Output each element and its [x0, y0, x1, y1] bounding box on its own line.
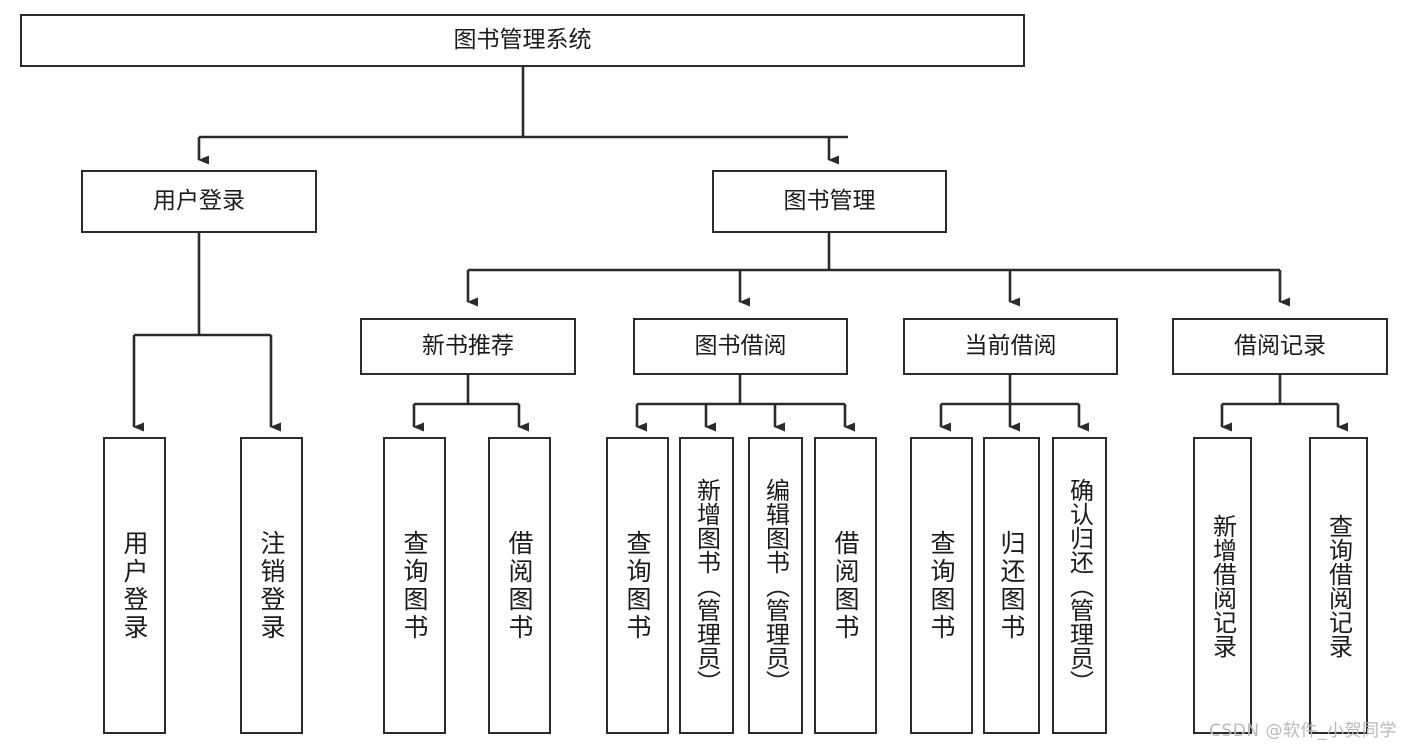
- watermark: CSDN @软件_小贺同学: [1209, 721, 1397, 741]
- node-book-borrow-label: 图书借阅: [694, 332, 787, 359]
- node-leaf-logout[interactable]: 注销登录: [240, 437, 303, 734]
- node-book-borrow[interactable]: 图书借阅: [633, 318, 848, 375]
- node-leaf-borrow-book-2[interactable]: 借阅图书: [814, 437, 877, 734]
- node-leaf-confirm-return-label: 确认归还（管理员）: [1065, 477, 1094, 694]
- node-borrow-record[interactable]: 借阅记录: [1172, 318, 1388, 375]
- node-leaf-borrow-book-1[interactable]: 借阅图书: [488, 437, 551, 734]
- node-leaf-query-book-1[interactable]: 查询图书: [383, 437, 446, 734]
- node-leaf-query-record[interactable]: 查询借阅记录: [1309, 437, 1368, 734]
- node-new-book-rec-label: 新书推荐: [422, 332, 514, 359]
- node-new-book-rec[interactable]: 新书推荐: [360, 318, 576, 375]
- node-leaf-edit-book-label: 编辑图书（管理员）: [761, 477, 790, 694]
- node-borrow-record-label: 借阅记录: [1234, 332, 1326, 359]
- node-leaf-borrow-book-1-label: 借阅图书: [505, 529, 534, 642]
- node-book-manage-label: 图书管理: [783, 187, 876, 214]
- node-leaf-add-book-label: 新增图书（管理员）: [692, 477, 721, 694]
- node-leaf-return-book-label: 归还图书: [997, 529, 1026, 642]
- node-leaf-edit-book[interactable]: 编辑图书（管理员）: [748, 437, 803, 734]
- node-leaf-add-record[interactable]: 新增借阅记录: [1193, 437, 1252, 734]
- node-leaf-add-book[interactable]: 新增图书（管理员）: [679, 437, 734, 734]
- node-leaf-return-book[interactable]: 归还图书: [983, 437, 1040, 734]
- node-leaf-logout-label: 注销登录: [257, 529, 286, 642]
- node-leaf-user-login[interactable]: 用户登录: [103, 437, 166, 734]
- node-leaf-query-book-1-label: 查询图书: [400, 529, 429, 642]
- node-root-label: 图书管理系统: [453, 26, 592, 53]
- node-leaf-user-login-label: 用户登录: [120, 529, 149, 642]
- node-user-login-label: 用户登录: [153, 187, 245, 214]
- node-leaf-borrow-book-2-label: 借阅图书: [831, 529, 860, 642]
- node-leaf-query-book-2[interactable]: 查询图书: [606, 437, 669, 734]
- node-user-login[interactable]: 用户登录: [81, 170, 317, 233]
- node-root[interactable]: 图书管理系统: [20, 14, 1025, 67]
- node-leaf-confirm-return[interactable]: 确认归还（管理员）: [1052, 437, 1107, 734]
- node-leaf-query-book-3[interactable]: 查询图书: [910, 437, 973, 734]
- node-leaf-query-book-2-label: 查询图书: [623, 529, 652, 642]
- node-book-manage[interactable]: 图书管理: [712, 170, 947, 233]
- node-current-borrow-label: 当前借阅: [964, 332, 1057, 359]
- node-current-borrow[interactable]: 当前借阅: [903, 318, 1118, 375]
- node-leaf-query-book-3-label: 查询图书: [927, 529, 956, 642]
- node-leaf-query-record-label: 查询借阅记录: [1324, 513, 1353, 658]
- node-leaf-add-record-label: 新增借阅记录: [1208, 513, 1237, 658]
